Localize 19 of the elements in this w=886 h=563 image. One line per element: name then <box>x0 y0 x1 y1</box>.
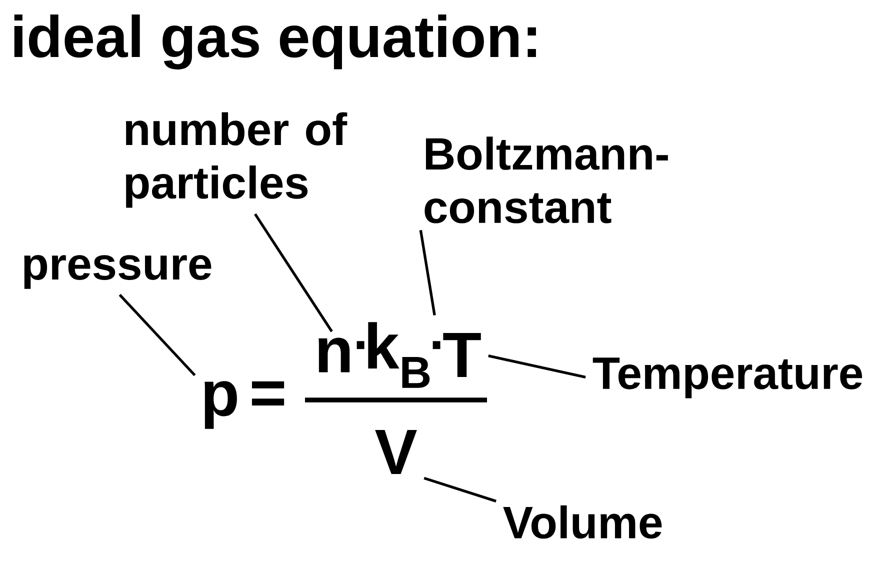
leader-line <box>424 476 496 502</box>
formula-symbol: n <box>318 338 350 372</box>
title: ideal gas equation: <box>14 14 536 70</box>
leader-line <box>118 294 196 376</box>
formula-symbol: V <box>375 430 417 474</box>
annotation-label: pressure <box>24 255 212 289</box>
formula-symbol: T <box>443 332 481 377</box>
annotation-label: number of particles <box>126 112 348 208</box>
leader-line <box>488 354 586 378</box>
leader-line <box>254 213 333 332</box>
annotation-label: Boltzmann-constant <box>424 136 668 224</box>
formula-symbol: k$_{B}$ <box>368 322 430 388</box>
multiplication-dot: · <box>432 341 440 350</box>
equals-sign: = <box>252 381 284 406</box>
multiplication-dot: · <box>356 341 364 350</box>
annotation-label: Volume <box>503 505 662 539</box>
leader-line <box>419 230 436 316</box>
annotation-label: Temperature <box>592 358 862 398</box>
formula-symbol: p <box>204 381 237 429</box>
